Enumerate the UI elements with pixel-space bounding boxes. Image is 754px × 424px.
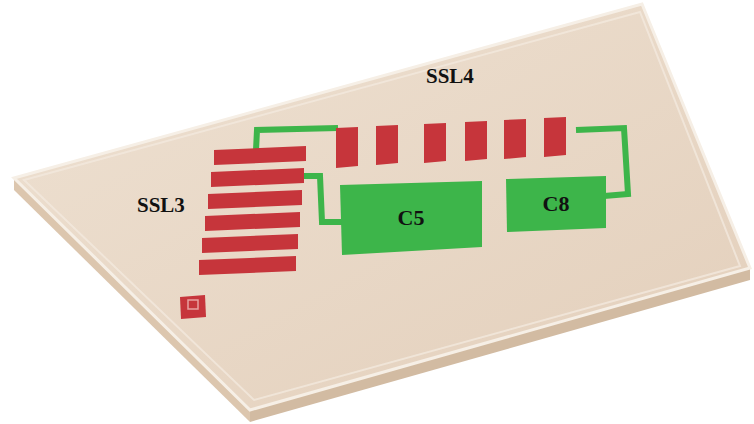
ssl4-stubs xyxy=(336,110,578,168)
part-label: SSL3 xyxy=(137,193,185,218)
ssl3-stubs xyxy=(180,146,306,319)
part-label: SSL4 xyxy=(426,64,474,89)
pad-fill xyxy=(340,181,482,255)
pad-label: C5 xyxy=(398,205,425,231)
board-top xyxy=(14,4,750,410)
capacitor-pad: C5 xyxy=(340,181,482,255)
board-bevel xyxy=(24,12,740,400)
via xyxy=(188,300,198,309)
pad-fill xyxy=(506,176,606,232)
capacitor-pad: C8 xyxy=(506,176,606,232)
pad-label: C8 xyxy=(543,191,570,217)
